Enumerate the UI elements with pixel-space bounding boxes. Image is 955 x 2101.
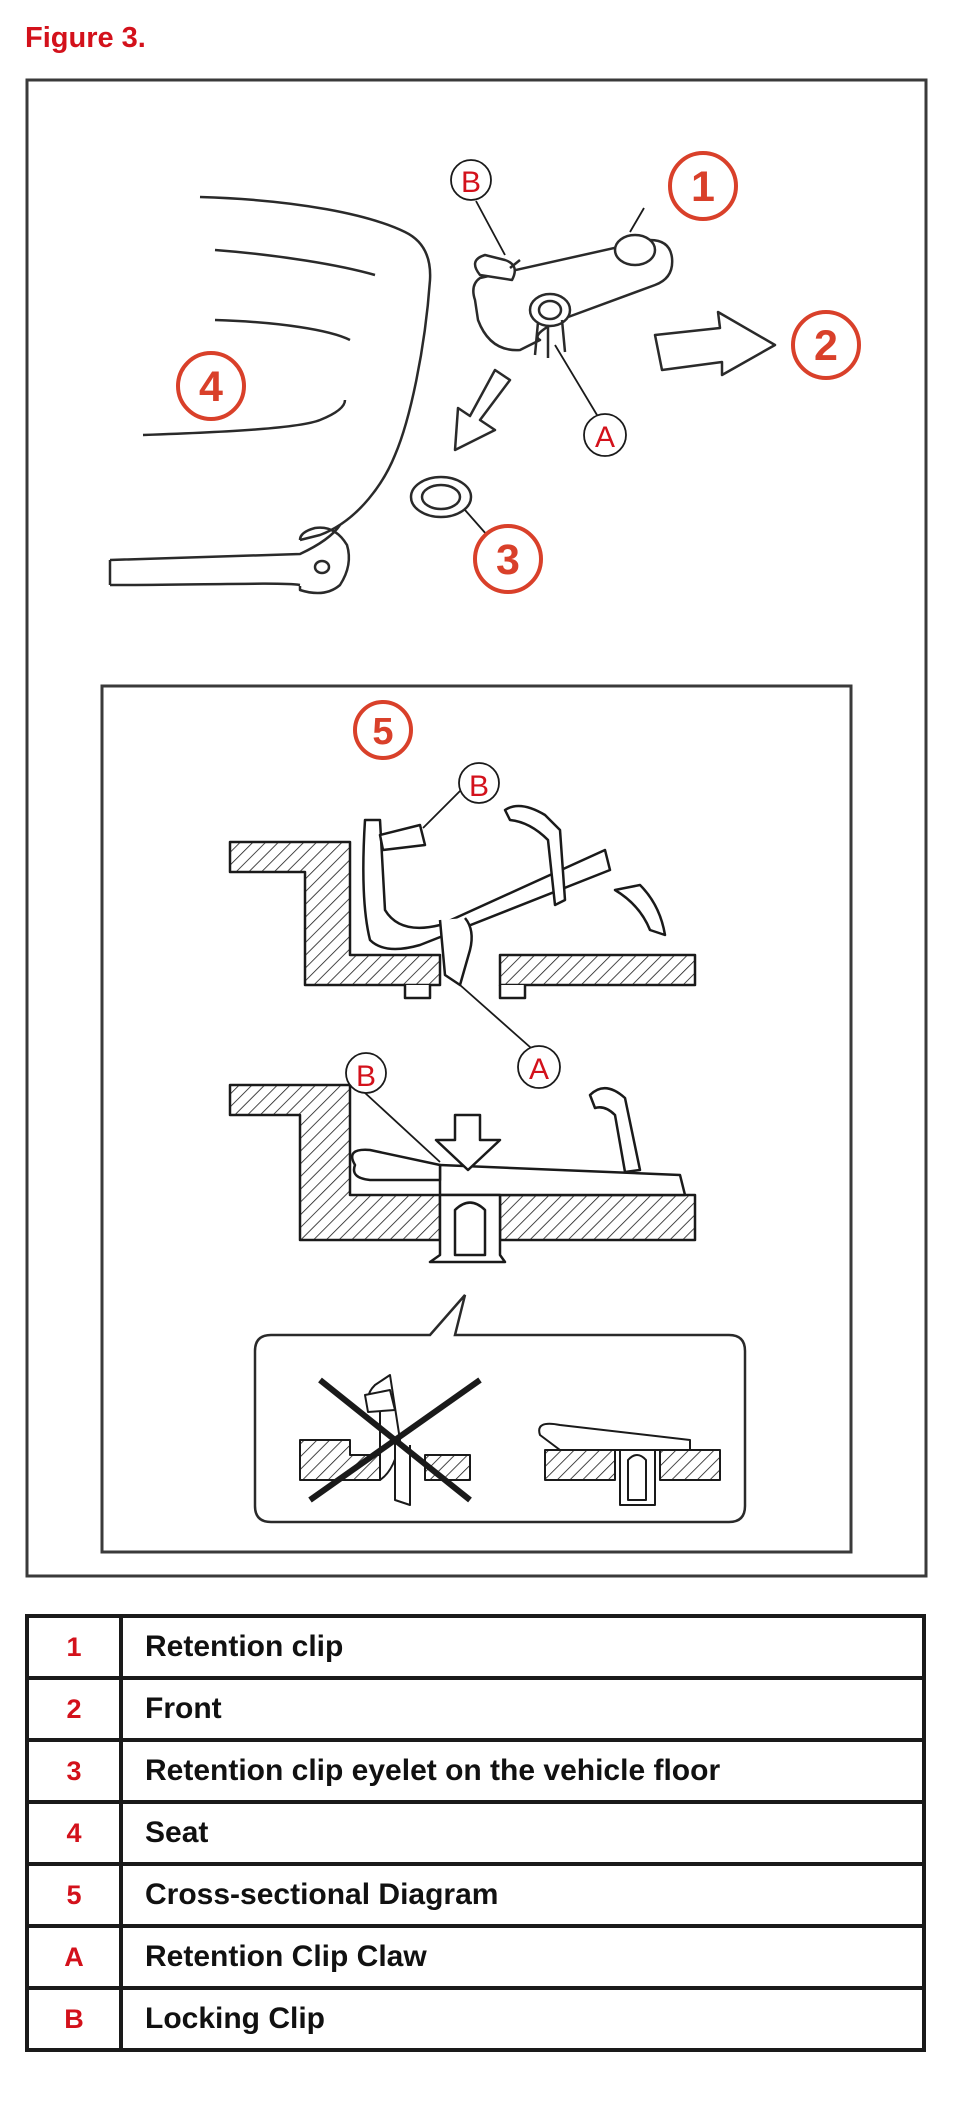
legend-row: 3 Retention clip eyelet on the vehicle f…	[25, 1738, 926, 1804]
legend-label: Retention clip eyelet on the vehicle flo…	[119, 1738, 926, 1804]
svg-text:B: B	[461, 166, 481, 199]
legend-label: Retention clip	[119, 1614, 926, 1680]
legend-label: Seat	[119, 1800, 926, 1866]
leader-3	[464, 509, 488, 536]
legend-key: B	[25, 1986, 123, 2052]
svg-text:A: A	[595, 421, 615, 454]
figure-diagram: 1 2 3 4 B A 5 B	[25, 78, 928, 1578]
retention-clip-drawing	[472, 233, 674, 358]
callout-b-section1: B	[458, 762, 500, 804]
legend-label: Locking Clip	[119, 1986, 926, 2052]
legend-row: B Locking Clip	[25, 1986, 926, 2052]
legend-label: Retention Clip Claw	[119, 1924, 926, 1990]
callout-5: 5	[353, 700, 413, 760]
legend-row: A Retention Clip Claw	[25, 1924, 926, 1990]
legend-table: 1 Retention clip 2 Front 3 Retention cli…	[25, 1614, 926, 2052]
callout-a-section1: A	[517, 1045, 561, 1089]
legend-label: Front	[119, 1676, 926, 1742]
outer-frame	[25, 78, 928, 1578]
front-arrow	[653, 310, 777, 377]
callout-3: 3	[473, 524, 543, 594]
svg-text:3: 3	[496, 536, 520, 584]
legend-key: 3	[25, 1738, 123, 1804]
callout-4: 4	[176, 351, 246, 421]
legend-row: 1 Retention clip	[25, 1614, 926, 1680]
svg-text:B: B	[469, 770, 489, 803]
legend-row: 2 Front	[25, 1676, 926, 1742]
callout-b-section2: B	[345, 1052, 387, 1094]
legend-key: 1	[25, 1614, 123, 1680]
legend-label: Cross-sectional Diagram	[119, 1862, 926, 1928]
svg-text:B: B	[356, 1060, 376, 1093]
svg-text:1: 1	[691, 163, 715, 211]
figure-title: Figure 3.	[25, 22, 146, 54]
seat-drawing	[108, 195, 432, 595]
section-locked	[228, 1083, 697, 1264]
svg-text:A: A	[529, 1053, 549, 1086]
svg-text:5: 5	[372, 711, 393, 753]
comparison-drawings	[299, 1374, 721, 1506]
legend-key: 2	[25, 1676, 123, 1742]
cross-section-frame	[100, 684, 853, 1554]
legend-key: 4	[25, 1800, 123, 1866]
callout-1: 1	[668, 151, 738, 221]
legend-key: A	[25, 1924, 123, 1990]
eyelet-drawing	[409, 475, 473, 519]
leader-1	[629, 207, 645, 233]
legend-row: 4 Seat	[25, 1800, 926, 1866]
callout-b-top: B	[450, 159, 492, 201]
callout-2: 2	[791, 310, 861, 380]
svg-text:2: 2	[814, 322, 838, 370]
insert-arrow	[453, 368, 512, 452]
leader-b-top	[475, 200, 506, 256]
leader-a-top	[554, 344, 601, 421]
legend-key: 5	[25, 1862, 123, 1928]
callout-a-top: A	[583, 413, 627, 457]
section-unlocked	[228, 804, 697, 1000]
svg-text:4: 4	[199, 363, 223, 411]
legend-row: 5 Cross-sectional Diagram	[25, 1862, 926, 1928]
